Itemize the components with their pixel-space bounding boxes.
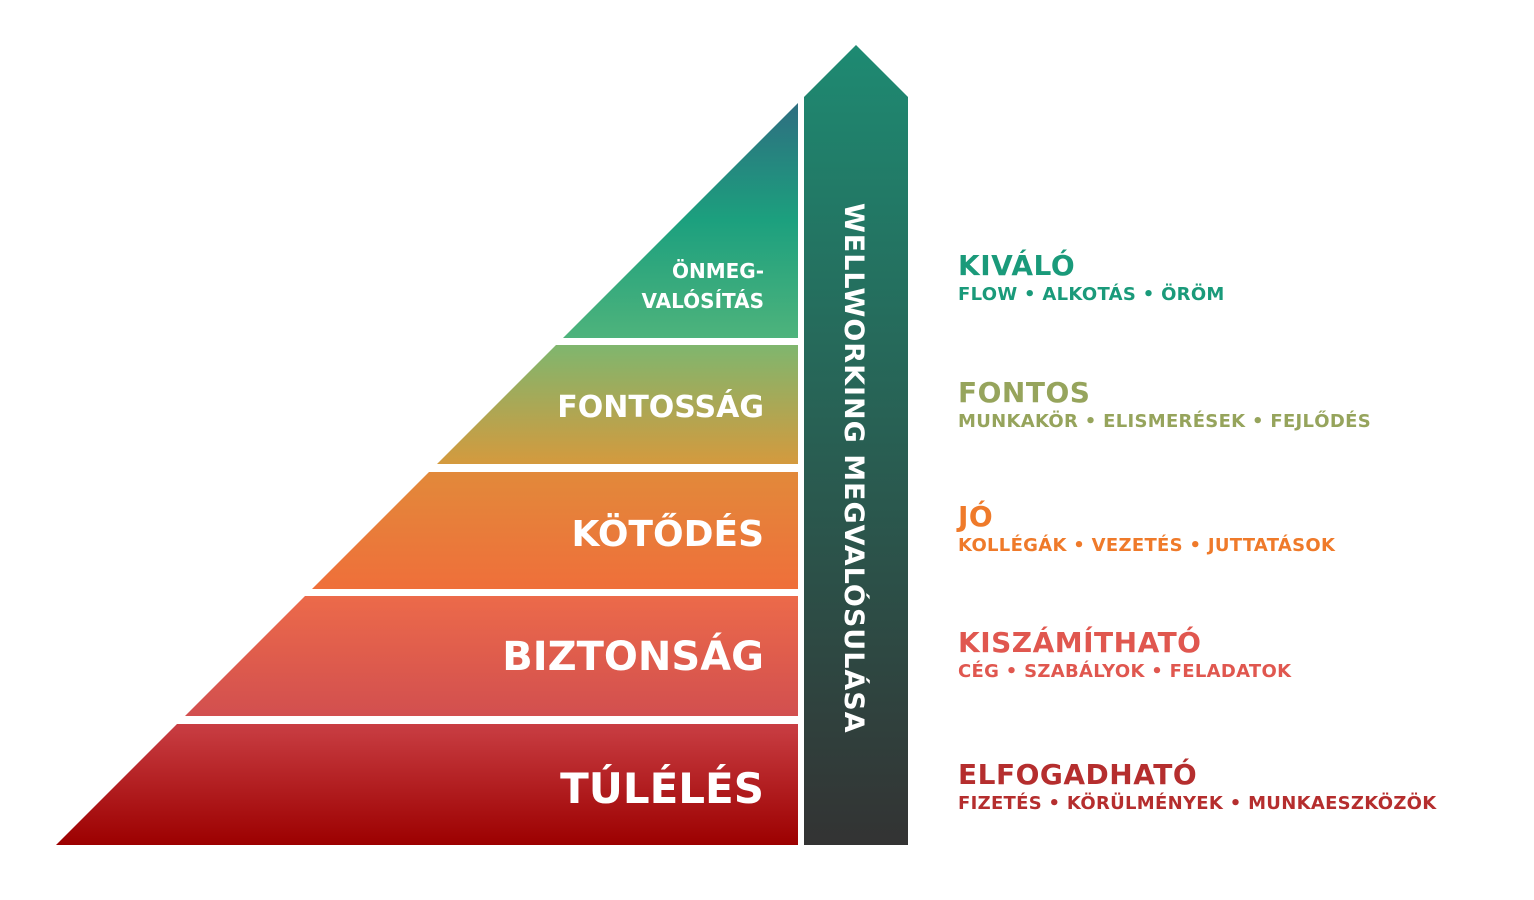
- level-band: [56, 724, 798, 845]
- rating-fontos: FONTOS MUNKAKÖR • ELISMERÉSEK • FEJLŐDÉS: [958, 377, 1371, 433]
- rating-title: JÓ: [958, 500, 994, 533]
- arrow-label: WELLWORKING MEGVALÓSULÁSA: [838, 203, 870, 734]
- progress-arrow: WELLWORKING MEGVALÓSULÁSA: [804, 45, 908, 845]
- rating-title: ELFOGADHATÓ: [958, 758, 1198, 791]
- level-onmegvalositas: ÖNMEG- VALÓSÍTÁS: [563, 103, 798, 338]
- rating-items: FIZETÉS • KÖRÜLMÉNYEK • MUNKAESZKÖZÖK: [958, 793, 1437, 814]
- arrow-shape: [804, 45, 908, 845]
- level-kotodes: KÖTŐDÉS: [312, 472, 798, 589]
- rating-items: FLOW • ALKOTÁS • ÖRÖM: [958, 284, 1225, 305]
- level-band: [185, 596, 798, 716]
- level-label: ÖNMEG-: [672, 259, 764, 283]
- rating-kiszamithato: KISZÁMÍTHATÓ CÉG • SZABÁLYOK • FELADATOK: [958, 627, 1291, 683]
- level-label: TÚLÉLÉS: [560, 763, 764, 813]
- rating-title: KIVÁLÓ: [958, 249, 1076, 282]
- rating-items: KOLLÉGÁK • VEZETÉS • JUTTATÁSOK: [958, 535, 1336, 556]
- level-band: [312, 472, 798, 589]
- level-label: KÖTŐDÉS: [572, 513, 764, 555]
- level-label: VALÓSÍTÁS: [642, 289, 764, 313]
- pyramid-levels: ÖNMEG- VALÓSÍTÁS FONTOSSÁG KÖTŐDÉS BIZTONSÁG…: [56, 103, 798, 845]
- rating-jo: JÓ KOLLÉGÁK • VEZETÉS • JUTTATÁSOK: [958, 501, 1335, 557]
- level-label: FONTOSSÁG: [557, 389, 764, 425]
- level-fontossag: FONTOSSÁG: [437, 345, 798, 464]
- level-biztonsag: BIZTONSÁG: [185, 596, 798, 716]
- level-band: [563, 103, 798, 338]
- rating-title: FONTOS: [958, 376, 1091, 409]
- rating-elfogadhato: ELFOGADHATÓ FIZETÉS • KÖRÜLMÉNYEK • MUNK…: [958, 759, 1437, 815]
- rating-items: MUNKAKÖR • ELISMERÉSEK • FEJLŐDÉS: [958, 411, 1372, 432]
- level-band: [437, 345, 798, 464]
- rating-items: CÉG • SZABÁLYOK • FELADATOK: [958, 661, 1292, 682]
- level-label: BIZTONSÁG: [502, 632, 764, 680]
- rating-title: KISZÁMÍTHATÓ: [958, 626, 1202, 659]
- level-tuleles: TÚLÉLÉS: [56, 724, 798, 845]
- rating-kivalo: KIVÁLÓ FLOW • ALKOTÁS • ÖRÖM: [958, 250, 1225, 306]
